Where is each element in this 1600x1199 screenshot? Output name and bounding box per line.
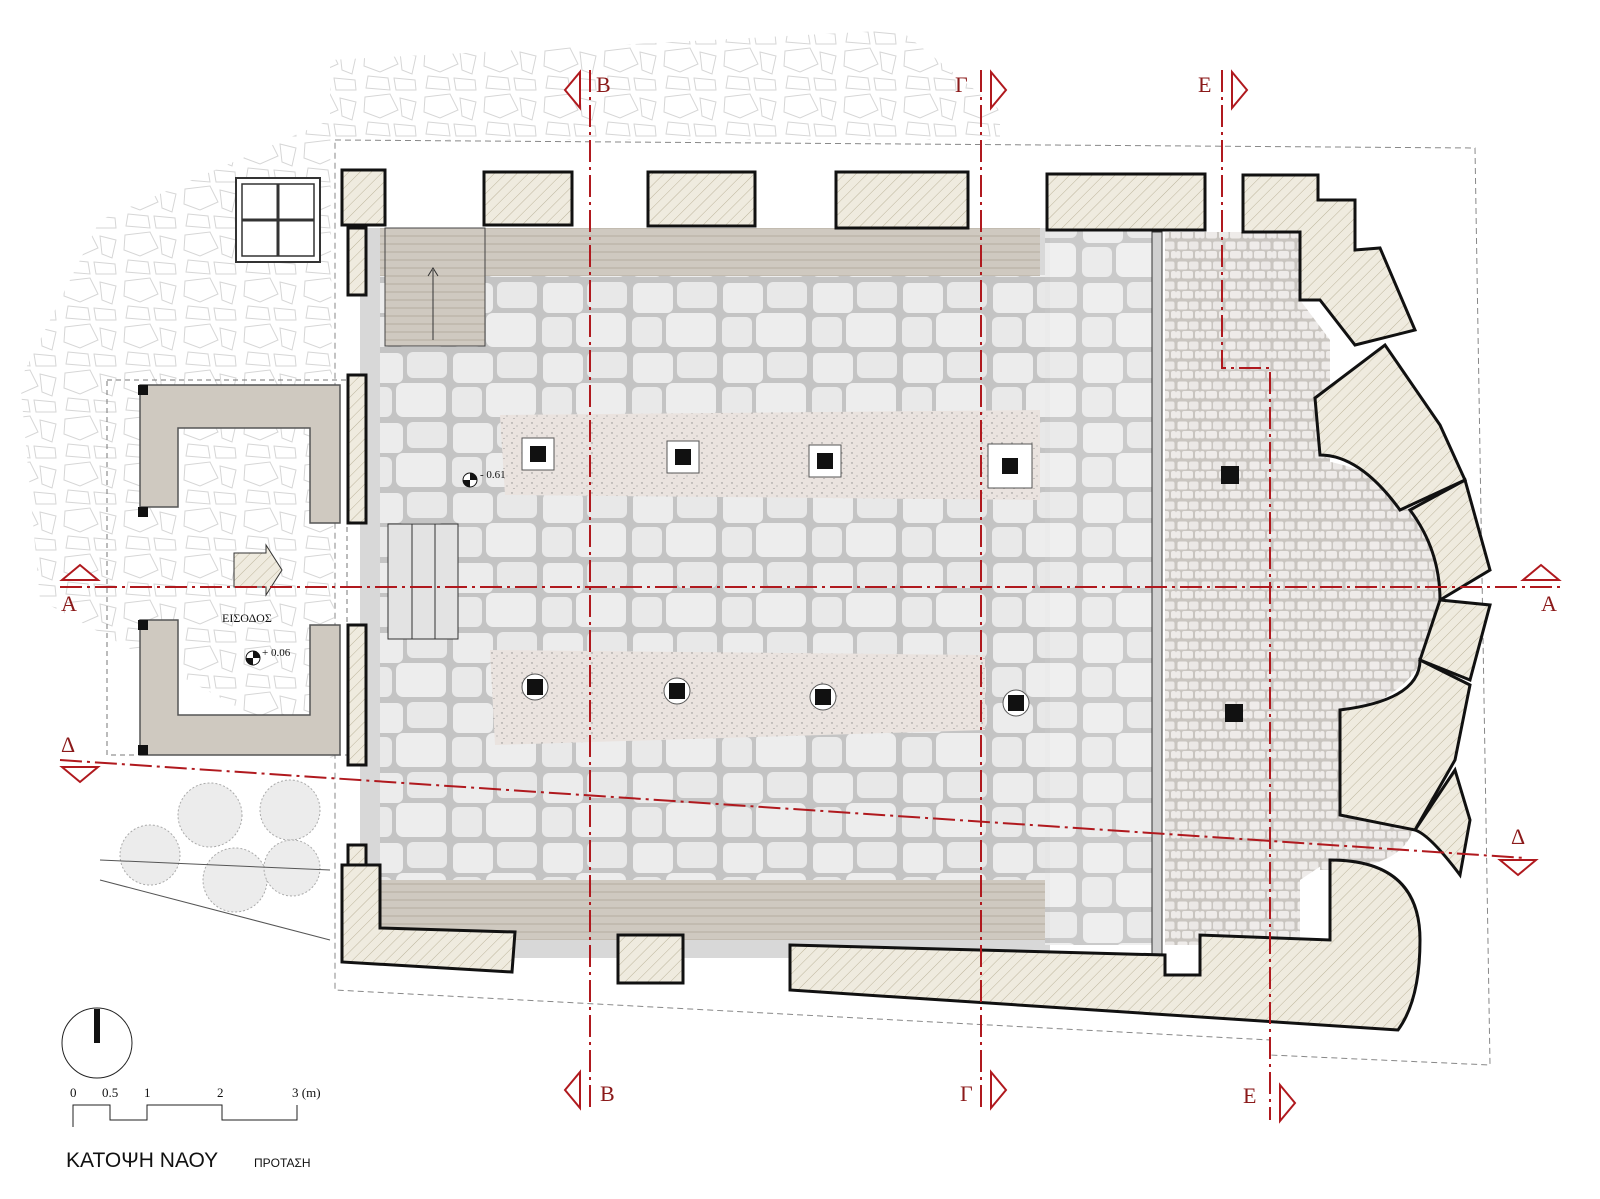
scale-bar: [72, 1104, 298, 1127]
entrance-porch: [106, 379, 348, 756]
column: [987, 443, 1033, 489]
column: [663, 677, 691, 705]
section-label-e-top: Ε: [1198, 72, 1211, 97]
section-label-b-bottom: Β: [600, 1081, 615, 1106]
walls: [340, 168, 1492, 1032]
column: [808, 444, 842, 478]
level-mark-icon: [462, 472, 478, 488]
section-lines: [59, 70, 1560, 1120]
level-mark-icon: [245, 650, 261, 666]
section-arrows: [59, 69, 1562, 1124]
section-label-g-bottom: Γ: [960, 1081, 973, 1106]
window-icon: [235, 177, 321, 263]
scale-tick-3: 3 (m): [292, 1085, 321, 1100]
column: [521, 437, 555, 471]
nave-floor: [360, 228, 1050, 958]
drawing-subtitle: ΠΡΟΤΑΣΗ: [254, 1156, 311, 1170]
scale-tick-0-5: 0.5: [102, 1085, 118, 1100]
level-nave: - 0.61: [480, 469, 506, 481]
drawing-title: ΚΑΤΟΨΗ ΝΑΟΥ: [66, 1149, 218, 1172]
scale-tick-1: 1: [144, 1085, 151, 1100]
entrance-label: ΕΙΣΟΔΟΣ: [222, 611, 272, 625]
section-label-a-left: Α: [61, 591, 77, 616]
stair-upper: [384, 227, 486, 347]
column: [1002, 689, 1030, 717]
scale-tick-2: 2: [217, 1085, 224, 1100]
section-label-a-right: Α: [1541, 591, 1557, 616]
site-boundary: [334, 139, 1491, 1066]
column: [521, 673, 549, 701]
section-label-g-top: Γ: [955, 72, 968, 97]
scale-tick-0: 0: [70, 1085, 77, 1100]
column: [809, 683, 837, 711]
section-label-d-right: Δ: [1511, 824, 1525, 849]
column: [666, 440, 700, 474]
section-label-b-top: Β: [596, 72, 611, 97]
section-label-d-left: Δ: [61, 732, 75, 757]
trees: [99, 779, 331, 941]
level-entrance: + 0.06: [262, 647, 291, 659]
columns: [521, 437, 1243, 722]
stair-entrance: [387, 523, 459, 640]
sanctuary-floor: [1165, 232, 1440, 945]
section-label-e-bottom: Ε: [1243, 1083, 1256, 1108]
north-arrow-icon: [61, 1007, 133, 1079]
